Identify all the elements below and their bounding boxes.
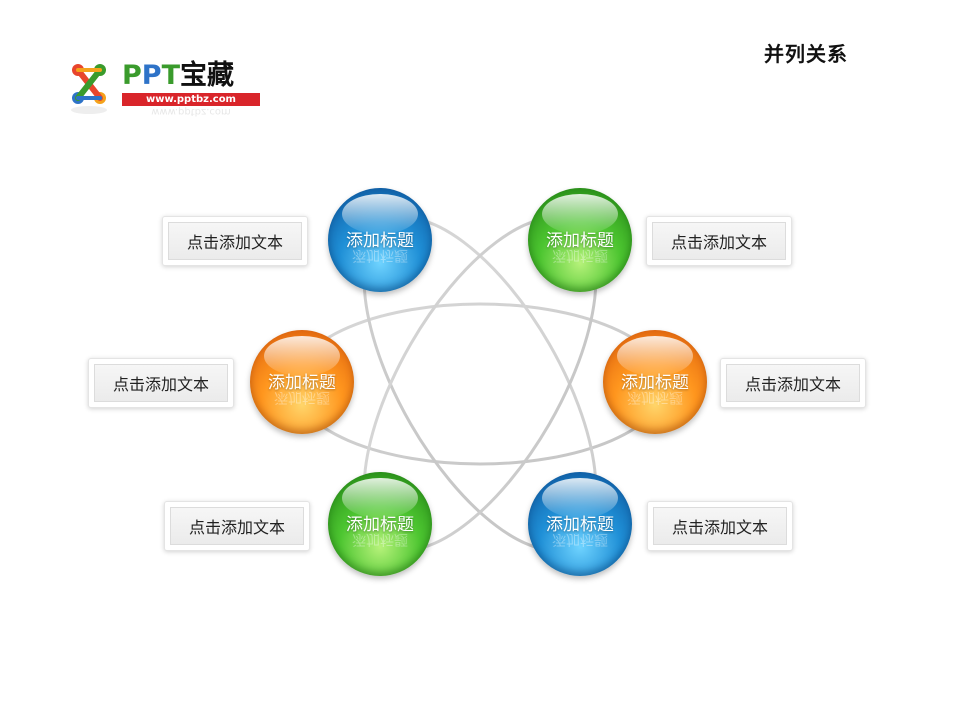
text-box-4[interactable]: 点击添加文本 <box>720 358 866 408</box>
sphere-node-3[interactable]: 添加标题 添加标题 <box>250 330 354 434</box>
text-box-label: 点击添加文本 <box>652 222 786 260</box>
text-box-label: 点击添加文本 <box>726 364 860 402</box>
logo-wordmark: PPT宝藏 <box>122 60 235 91</box>
sphere-node-4[interactable]: 添加标题 添加标题 <box>603 330 707 434</box>
text-box-3[interactable]: 点击添加文本 <box>88 358 234 408</box>
sphere-title-reflection: 添加标题 <box>627 389 683 405</box>
sphere-title: 添加标题 <box>621 373 689 393</box>
sphere-title-reflection: 添加标题 <box>552 247 608 263</box>
sphere-highlight <box>542 194 618 234</box>
sphere-title-reflection: 添加标题 <box>552 531 608 547</box>
sphere-title-reflection: 添加标题 <box>352 247 408 263</box>
sphere-highlight <box>264 336 340 376</box>
logo: PPT宝藏 www.pptbz.com www.pptbz.com <box>64 60 264 120</box>
logo-url: www.pptbz.com <box>122 93 260 106</box>
sphere-title: 添加标题 <box>546 231 614 251</box>
sphere-title: 添加标题 <box>546 515 614 535</box>
page-title: 并列关系 <box>764 42 848 66</box>
sphere-title: 添加标题 <box>346 515 414 535</box>
sphere-node-6[interactable]: 添加标题 添加标题 <box>528 472 632 576</box>
text-box-label: 点击添加文本 <box>94 364 228 402</box>
sphere-highlight <box>342 478 418 518</box>
sphere-node-1[interactable]: 添加标题 添加标题 <box>328 188 432 292</box>
text-box-6[interactable]: 点击添加文本 <box>647 501 793 551</box>
sphere-highlight <box>542 478 618 518</box>
logo-icon <box>71 64 107 114</box>
text-box-2[interactable]: 点击添加文本 <box>646 216 792 266</box>
sphere-title: 添加标题 <box>268 373 336 393</box>
sphere-title-reflection: 添加标题 <box>352 531 408 547</box>
text-box-1[interactable]: 点击添加文本 <box>162 216 308 266</box>
text-box-label: 点击添加文本 <box>170 507 304 545</box>
sphere-highlight <box>617 336 693 376</box>
sphere-node-2[interactable]: 添加标题 添加标题 <box>528 188 632 292</box>
sphere-node-5[interactable]: 添加标题 添加标题 <box>328 472 432 576</box>
text-box-label: 点击添加文本 <box>653 507 787 545</box>
sphere-title-reflection: 添加标题 <box>274 389 330 405</box>
sphere-highlight <box>342 194 418 234</box>
text-box-label: 点击添加文本 <box>168 222 302 260</box>
sphere-title: 添加标题 <box>346 231 414 251</box>
text-box-5[interactable]: 点击添加文本 <box>164 501 310 551</box>
